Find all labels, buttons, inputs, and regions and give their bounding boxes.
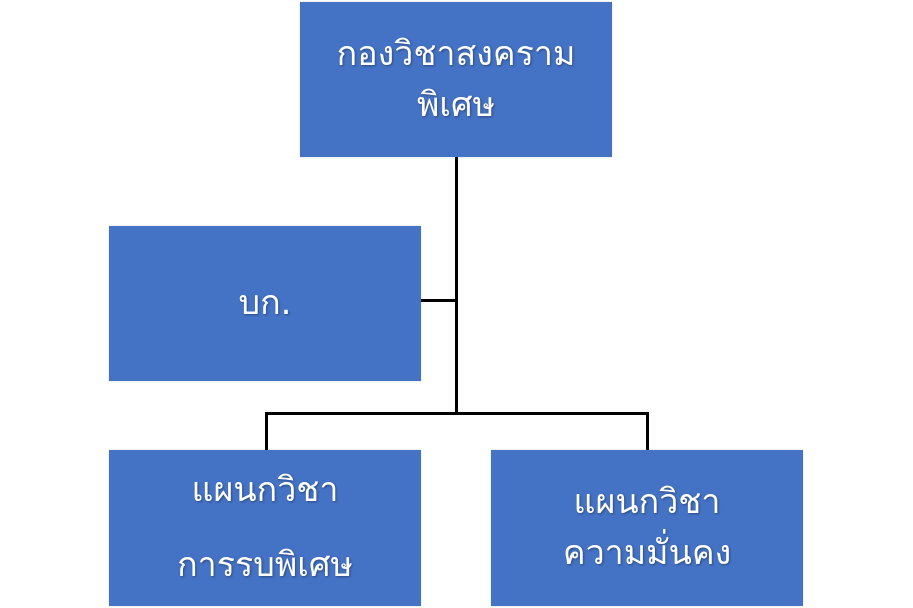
node-special-ops-line-1: แผนกวิชา	[191, 470, 339, 511]
node-special-ops: แผนกวิชา การรบพิเศษ	[109, 450, 421, 606]
node-security-line-1: แผนกวิชา	[573, 482, 721, 522]
node-hq-label: บก.	[238, 283, 292, 323]
connector-bus	[265, 412, 649, 415]
node-security-line-2: ความมั่นคง	[562, 533, 732, 573]
node-hq: บก.	[109, 226, 421, 381]
node-root: กองวิชาสงคราม พิเศษ	[300, 2, 612, 157]
connector-hq	[421, 299, 457, 302]
connector-right-drop	[646, 412, 649, 450]
connector-trunk	[455, 157, 458, 415]
node-root-line-1: กองวิชาสงคราม	[336, 33, 576, 74]
node-security: แผนกวิชา ความมั่นคง	[491, 450, 803, 606]
connector-left-drop	[265, 412, 268, 450]
node-root-line-2: พิเศษ	[416, 84, 496, 125]
node-special-ops-line-2: การรบพิเศษ	[177, 545, 353, 585]
